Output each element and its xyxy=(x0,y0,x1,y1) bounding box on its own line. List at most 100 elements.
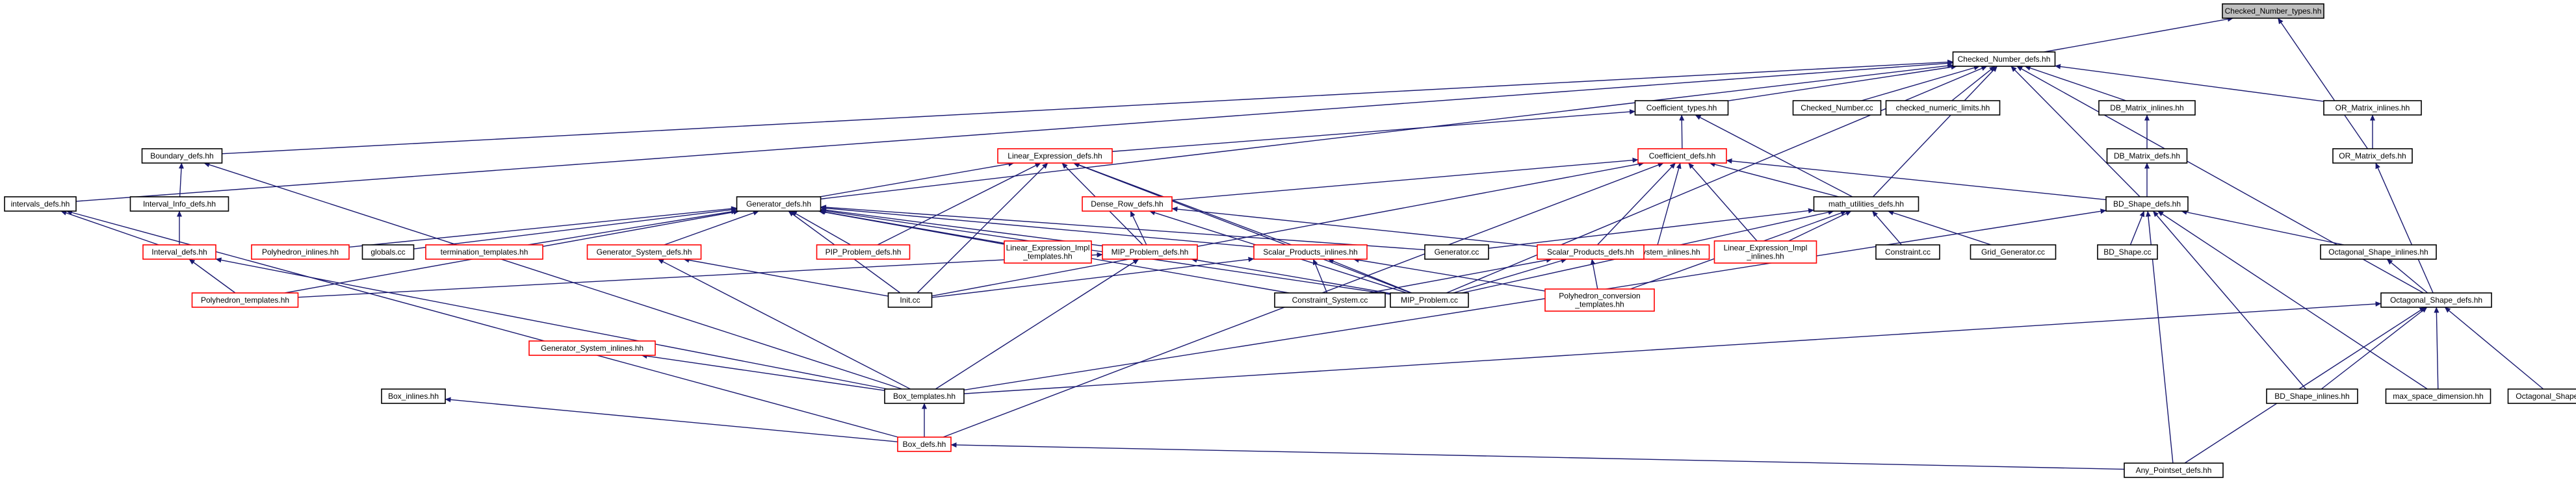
node-or-matrix-defs-hh[interactable]: OR_Matrix_defs.hh xyxy=(2332,148,2413,164)
node-generator-system-defs-hh[interactable]: Generator_System_defs.hh xyxy=(586,244,702,260)
node-mip-problem-defs-hh[interactable]: MIP_Problem_defs.hh xyxy=(1102,244,1198,260)
node-label: Octagonal_Shape_inlines.hh xyxy=(2328,247,2428,257)
edge-n3-to-n1 xyxy=(1861,65,1980,101)
node-any-pointset-defs-hh[interactable]: Any_Pointset_defs.hh xyxy=(2124,462,2224,478)
node-checked-number-cc[interactable]: Checked_Number.cc xyxy=(1792,100,1882,116)
node-bd-shape-inlines-hh[interactable]: BD_Shape_inlines.hh xyxy=(2266,388,2358,404)
node-label: intervals_defs.hh xyxy=(11,199,70,208)
node-linear-expression-defs-hh[interactable]: Linear_Expression_defs.hh xyxy=(997,148,1113,164)
node-label: Coefficient_types.hh xyxy=(1646,103,1717,112)
node-interval-info-defs-hh[interactable]: Interval_Info_defs.hh xyxy=(129,196,229,212)
node-label: checked_numeric_limits.hh xyxy=(1896,103,1990,112)
node-dense-row-defs-hh[interactable]: Dense_Row_defs.hh xyxy=(1082,196,1173,212)
edge-n35-to-n14 xyxy=(664,210,759,246)
node-box-defs-hh[interactable]: Box_defs.hh xyxy=(897,436,952,452)
node-octagonal-shape-cc[interactable]: Octagonal_Shape.cc xyxy=(2507,388,2576,404)
edge-n38-to-n27 xyxy=(1312,259,1328,294)
node-label: Polyhedron_templates.hh xyxy=(201,296,289,305)
edge-n19-to-n1 xyxy=(2010,66,2140,197)
edge-n39-to-n8 xyxy=(1073,162,1411,294)
node-globals-cc[interactable]: globals.cc xyxy=(361,244,415,260)
node-octagonal-shape-defs-hh[interactable]: Octagonal_Shape_defs.hh xyxy=(2380,292,2492,308)
node-bd-shape-defs-hh[interactable]: BD_Shape_defs.hh xyxy=(2105,196,2189,212)
node-label: MIP_Problem_defs.hh xyxy=(1112,247,1189,257)
node-box-templates-hh[interactable]: Box_templates.hh xyxy=(884,388,965,404)
node-scalar-products-defs-hh[interactable]: Scalar_Products_defs.hh xyxy=(1537,244,1645,260)
node-linear-expression-impl-inlines-hh[interactable]: Linear_Expression_Impl_inlines.hh xyxy=(1713,240,1817,264)
node-box-inlines-hh[interactable]: Box_inlines.hh xyxy=(381,388,446,404)
node-generator-cc[interactable]: Generator.cc xyxy=(1424,244,1489,260)
node-octagonal-shape-inlines-hh[interactable]: Octagonal_Shape_inlines.hh xyxy=(2320,244,2437,260)
node-constraint-system-cc[interactable]: Constraint_System.cc xyxy=(1274,292,1386,308)
edge-n23-to-n14 xyxy=(528,208,737,246)
edge-n28-to-n14 xyxy=(820,205,1425,251)
node-linear-expression-impl-templates-hh[interactable]: Linear_Expression_Impl_templates.hh xyxy=(1004,240,1092,264)
node-checked-numeric-limits-hh[interactable]: checked_numeric_limits.hh xyxy=(1885,100,2001,116)
edge-n31-to-n18 xyxy=(1871,210,1903,246)
edge-n17-to-n9 xyxy=(1688,162,1761,246)
node-polyhedron-conversion-templates-hh[interactable]: Polyhedron_conversion_templates.hh xyxy=(1544,288,1655,312)
edge-n29-to-n15 xyxy=(1171,207,1538,247)
edge-n48-to-n43 xyxy=(445,397,898,442)
node-label: globals.cc xyxy=(371,247,405,257)
node-label: BD_Shape.cc xyxy=(2103,247,2151,257)
node-label: Box_inlines.hh xyxy=(388,392,439,401)
edge-n34-to-n19 xyxy=(2181,209,2345,246)
node-boundary-defs-hh[interactable]: Boundary_defs.hh xyxy=(141,148,223,164)
node-pip-problem-defs-hh[interactable]: PIP_Problem_defs.hh xyxy=(816,244,911,260)
node-label: Generator_System_defs.hh xyxy=(597,247,692,257)
edge-n37-to-n9 xyxy=(931,161,1645,297)
node-label: DB_Matrix_inlines.hh xyxy=(2110,103,2183,112)
node-interval-defs-hh[interactable]: Interval_defs.hh xyxy=(142,244,216,260)
node-scalar-products-inlines-hh[interactable]: Scalar_Products_inlines.hh xyxy=(1253,244,1368,260)
node-bd-shape-cc[interactable]: BD_Shape.cc xyxy=(2097,244,2158,260)
node-label: Scalar_Products_defs.hh xyxy=(1547,247,1634,257)
edge-n39-to-n27 xyxy=(1327,259,1412,294)
node-label: max_space_dimension.hh xyxy=(2393,392,2483,401)
edge-n46-to-n19 xyxy=(2157,210,2428,390)
node-label: Box_templates.hh xyxy=(893,392,956,401)
node-label: DB_Matrix_defs.hh xyxy=(2114,151,2180,160)
node-label: Boundary_defs.hh xyxy=(150,151,213,160)
node-math-utilities-defs-hh[interactable]: math_utilities_defs.hh xyxy=(1813,196,1919,212)
edge-n30-to-n18 xyxy=(1788,210,1852,242)
edge-n47-to-n41 xyxy=(2444,307,2544,390)
node-label: Constraint_System.cc xyxy=(1292,296,1368,305)
edge-n44-to-n7 xyxy=(203,162,903,390)
node-intervals-defs-hh[interactable]: intervals_defs.hh xyxy=(4,196,77,212)
node-mip-problem-cc[interactable]: MIP_Problem.cc xyxy=(1390,292,1469,308)
node-label: Generator.cc xyxy=(1435,247,1479,257)
edge-n40-to-n29 xyxy=(1590,259,1598,290)
node-checked-number-types-hh[interactable]: Checked_Number_types.hh xyxy=(2222,3,2324,19)
node-label: Linear_Expression_defs.hh xyxy=(1008,151,1102,160)
edge-n36-to-n26 xyxy=(298,252,1103,298)
node-label: Scalar_Products_inlines.hh xyxy=(1263,247,1357,257)
edge-n41-to-n34 xyxy=(2386,259,2428,294)
edge-n6-to-n1 xyxy=(2055,64,2324,102)
edge-n15-to-n9 xyxy=(1171,157,1639,201)
edge-n44-to-n41 xyxy=(963,301,2382,394)
edge-n28-to-n18 xyxy=(1488,208,1814,249)
node-db-matrix-defs-hh[interactable]: DB_Matrix_defs.hh xyxy=(2106,148,2188,164)
node-checked-number-defs-hh[interactable]: Checked_Number_defs.hh xyxy=(1952,51,2056,67)
edge-n21-to-n14 xyxy=(348,206,737,248)
node-termination-templates-hh[interactable]: termination_templates.hh xyxy=(425,244,543,260)
edge-n5-to-n1 xyxy=(2024,65,2126,101)
edge-n29-to-n9 xyxy=(1596,162,1676,246)
node-init-cc[interactable]: Init.cc xyxy=(887,292,933,308)
node-db-matrix-inlines-hh[interactable]: DB_Matrix_inlines.hh xyxy=(2098,100,2196,116)
node-polyhedron-templates-hh[interactable]: Polyhedron_templates.hh xyxy=(191,292,299,308)
node-generator-defs-hh[interactable]: Generator_defs.hh xyxy=(736,196,822,212)
edge-n7-to-n1 xyxy=(222,59,1953,155)
node-generator-system-inlines-hh[interactable]: Generator_System_inlines.hh xyxy=(528,340,656,356)
node-grid-generator-cc[interactable]: Grid_Generator.cc xyxy=(1970,244,2057,260)
node-constraint-cc[interactable]: Constraint.cc xyxy=(1875,244,1940,260)
node-max-space-dimension-hh[interactable]: max_space_dimension.hh xyxy=(2385,388,2491,404)
node-label: OR_Matrix_inlines.hh xyxy=(2335,103,2410,112)
edge-n4-to-n1 xyxy=(1951,66,1996,101)
node-coefficient-defs-hh[interactable]: Coefficient_defs.hh xyxy=(1637,148,1727,164)
edge-n37-to-n8 xyxy=(917,162,1048,294)
node-coefficient-types-hh[interactable]: Coefficient_types.hh xyxy=(1634,100,1729,116)
node-polyhedron-inlines-hh[interactable]: Polyhedron_inlines.hh xyxy=(251,244,350,260)
node-or-matrix-inlines-hh[interactable]: OR_Matrix_inlines.hh xyxy=(2323,100,2422,116)
